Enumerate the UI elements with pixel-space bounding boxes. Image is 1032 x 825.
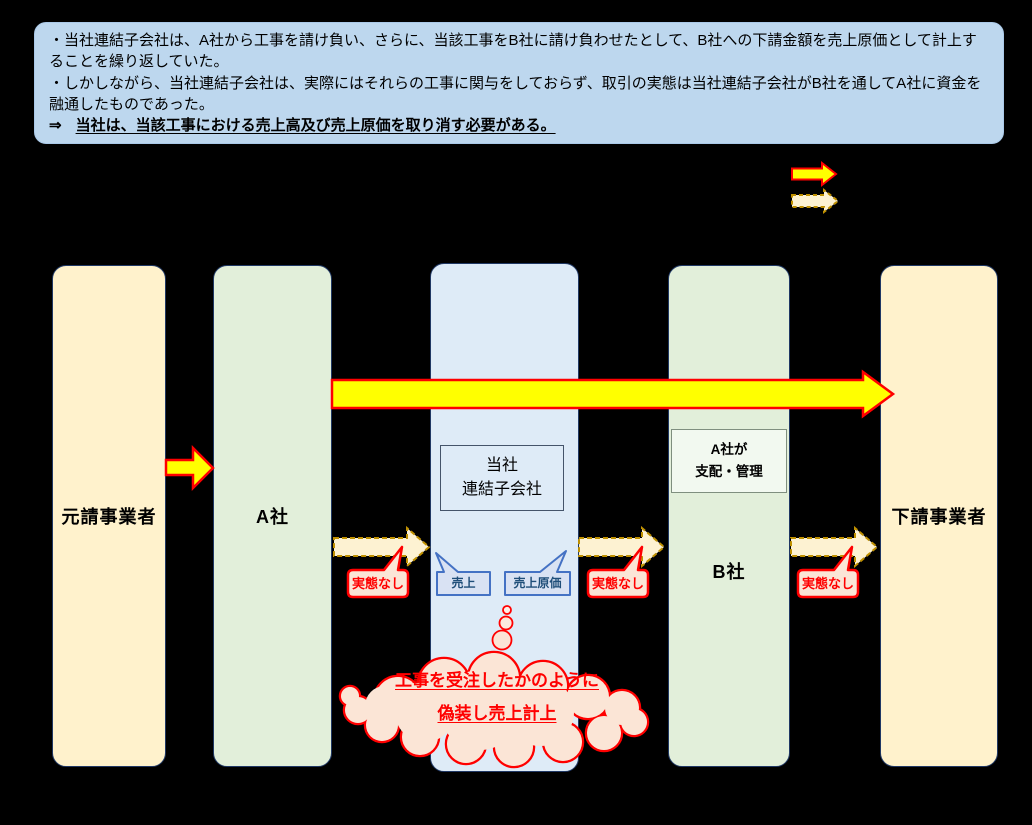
summary-bullet-2: ・しかしながら、当社連結子会社は、実際にはそれらの工事に関与をしておらず、取引の… [49, 74, 982, 113]
flow-arrow-a-to-subcontractor [330, 369, 896, 419]
subsidiary-label-line1: 当社 [485, 457, 518, 474]
implies-arrow-glyph: ⇒ [49, 117, 62, 135]
dashed-arrow-b-to-subcontractor [790, 525, 879, 569]
company-a-label: A社 [256, 507, 289, 527]
flow-arrow-contractor-to-a [164, 444, 215, 492]
legend-dashed-arrow-icon [791, 187, 840, 215]
company-b-note-line2: 支配・管理 [695, 464, 763, 479]
summary-bullet-1: ・当社連結子会社は、A社から工事を請け負い、さらに、当該工事をB社に請け負わせた… [49, 32, 977, 71]
column-company-b: B社 [668, 265, 790, 767]
legend-solid-arrow-icon [791, 160, 838, 188]
subsidiary-label-line2: 連結子会社 [461, 481, 542, 498]
no-substance-label-3: 実態なし [801, 576, 854, 591]
no-substance-label-1: 実態なし [351, 576, 404, 591]
summary-conclusion: ⇒ 当社は、当該工事における売上高及び売上原価を取り消す必要がある。 [49, 115, 989, 136]
column-subsidiary [430, 263, 579, 772]
column-subcontractor: 下請事業者 [880, 265, 998, 767]
dashed-arrow-subsidiary-to-b [578, 525, 666, 569]
cloud-text-line2: 偽装し売上計上 [437, 704, 557, 723]
dashed-arrow-a-to-subsidiary [333, 525, 431, 569]
summary-box: ・当社連結子会社は、A社から工事を請け負い、さらに、当該工事をB社に請け負わせた… [34, 22, 1004, 145]
cost-of-sales-callout-label: 売上原価 [513, 576, 562, 590]
original-contractor-label: 元請事業者 [61, 507, 157, 527]
summary-conclusion-text: 当社は、当該工事における売上高及び売上原価を取り消す必要がある。 [75, 117, 556, 135]
cloud-text-line1: 工事を受注したかのように [395, 671, 599, 690]
subsidiary-box: 当社 連結子会社 [440, 445, 564, 511]
no-substance-label-2: 実態なし [591, 576, 644, 591]
column-original-contractor: 元請事業者 [52, 265, 166, 767]
company-b-label: B社 [712, 562, 746, 582]
subcontractor-label: 下請事業者 [891, 507, 987, 527]
company-b-control-note: A社が 支配・管理 [671, 429, 787, 493]
sales-callout-label: 売上 [451, 576, 476, 590]
company-b-note-line1: A社が [710, 442, 748, 458]
column-company-a: A社 [213, 265, 332, 767]
